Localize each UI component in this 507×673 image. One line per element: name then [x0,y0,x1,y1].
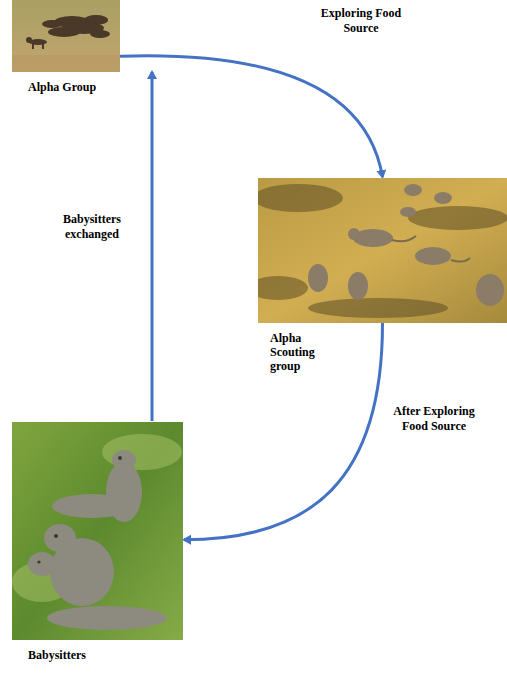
flow-arrow [184,323,383,540]
edge-label: Exploring Food Source [308,6,414,36]
edge-label: After Exploring Food Source [378,404,490,434]
photo-node: Babysitters [12,422,183,640]
photo-node: Alpha Group [12,0,120,72]
node-heading: Alpha Group [28,80,128,94]
flow-arrow [151,72,154,421]
babysitters-photo [12,422,183,640]
node-heading: Babysitters [28,648,148,662]
scouting-photo [258,178,507,323]
group-photo [12,0,120,72]
photo-node: Alpha Scouting group [258,178,507,323]
node-heading: Alpha Scouting group [270,331,334,373]
edge-label: Babysitters exchanged [50,212,134,242]
flow-arrow [120,56,383,177]
